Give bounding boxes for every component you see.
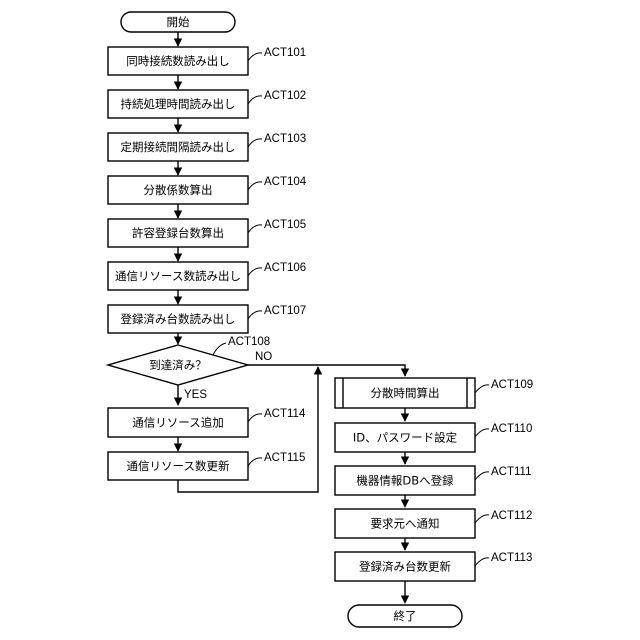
node-act111: 機器情報DBへ登録 <box>335 466 475 495</box>
leader-act113 <box>475 558 489 566</box>
terminal-start-label: 開始 <box>167 15 190 29</box>
node-end: 終了 <box>348 605 462 627</box>
node-act104: 分散係数算出 <box>108 176 248 204</box>
node-act108: 到達済み？ <box>108 345 248 385</box>
step-label-act109: ACT109 <box>491 379 533 391</box>
process-act112-label: 要求元へ通知 <box>371 517 440 531</box>
subprocess-act109-label: 分散時間算出 <box>371 386 440 400</box>
step-label-act107: ACT107 <box>264 305 306 317</box>
node-act113: 登録済み台数更新 <box>335 552 475 581</box>
node-act106: 通信リソース数読み出し <box>108 262 248 290</box>
node-act110: ID、パスワード設定 <box>335 423 475 452</box>
step-label-act110: ACT110 <box>491 423 532 435</box>
process-act105-label: 許容登録台数算出 <box>132 226 224 240</box>
leader-act105 <box>248 225 262 233</box>
leader-act104 <box>248 182 262 190</box>
branch-no-label: NO <box>255 351 272 363</box>
step-label-act101: ACT101 <box>264 47 306 59</box>
process-act102-label: 持続処理時間読み出し <box>121 97 236 111</box>
terminal-end-label: 終了 <box>394 609 417 623</box>
edge-act108-act109 <box>248 365 405 376</box>
leader-act107 <box>248 311 262 319</box>
step-label-act105: ACT105 <box>264 219 306 231</box>
leader-act103 <box>248 139 262 147</box>
process-act114-label: 通信リソース追加 <box>132 416 223 430</box>
leader-act108 <box>213 343 226 355</box>
node-act112: 要求元へ通知 <box>335 509 475 538</box>
process-act110-label: ID、パスワード設定 <box>353 431 458 445</box>
node-act101: 同時接続数読み出し <box>108 47 248 75</box>
decision-act108-label: 到達済み？ <box>149 358 207 372</box>
leader-act109 <box>475 385 489 393</box>
process-act101-label: 同時接続数読み出し <box>126 54 230 68</box>
leader-act115 <box>248 458 262 466</box>
process-act107-label: 登録済み台数読み出し <box>121 312 236 326</box>
step-label-act113: ACT113 <box>491 552 532 564</box>
node-act102: 持続処理時間読み出し <box>108 90 248 118</box>
leader-act106 <box>248 268 262 276</box>
node-act105: 許容登録台数算出 <box>108 219 248 247</box>
node-act115: 通信リソース数更新 <box>108 452 248 480</box>
branch-yes-label: YES <box>184 389 207 401</box>
process-act115-label: 通信リソース数更新 <box>127 459 230 473</box>
node-act109: 分散時間算出 <box>335 378 475 408</box>
node-act103: 定期接続間隔読み出し <box>108 133 248 161</box>
step-label-act115: ACT115 <box>264 452 305 464</box>
leader-act102 <box>248 96 262 104</box>
leader-act114 <box>248 414 262 422</box>
node-start: 開始 <box>121 12 235 32</box>
process-act106-label: 通信リソース数読み出し <box>115 269 241 283</box>
step-label-act102: ACT102 <box>264 90 306 102</box>
step-label-act111: ACT111 <box>491 466 531 478</box>
node-act114: 通信リソース追加 <box>108 408 248 437</box>
process-act104-label: 分散係数算出 <box>144 183 213 197</box>
process-act103-label: 定期接続間隔読み出し <box>121 140 236 154</box>
step-label-act104: ACT104 <box>264 176 307 188</box>
process-act111-label: 機器情報DBへ登録 <box>356 474 454 488</box>
leader-act101 <box>248 53 262 61</box>
step-label-act112: ACT112 <box>491 510 532 522</box>
step-label-act108: ACT108 <box>228 336 270 348</box>
leader-act111 <box>475 472 489 480</box>
step-label-act114: ACT114 <box>264 408 306 420</box>
node-act107: 登録済み台数読み出し <box>108 305 248 333</box>
step-label-act106: ACT106 <box>264 262 306 274</box>
leader-act112 <box>475 515 489 523</box>
leader-act110 <box>475 429 489 437</box>
step-label-act103: ACT103 <box>264 133 306 145</box>
process-act113-label: 登録済み台数更新 <box>359 560 451 574</box>
